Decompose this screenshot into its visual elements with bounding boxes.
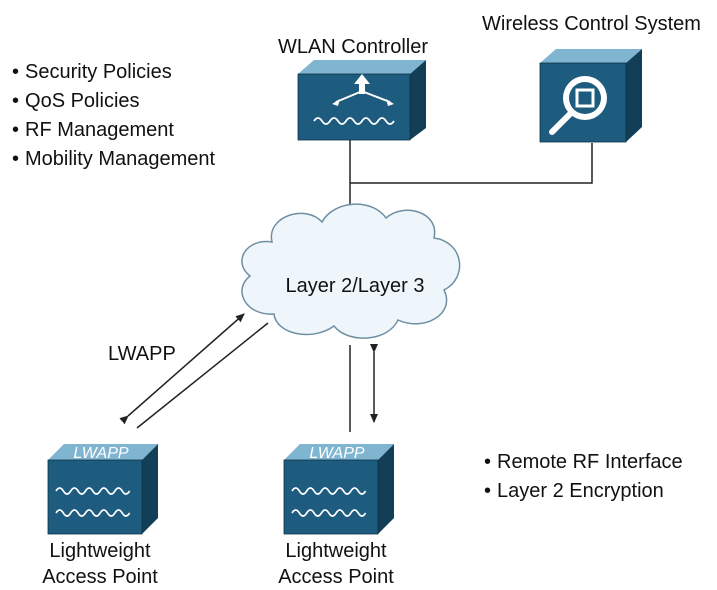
ap1-label-line1: Lightweight <box>49 540 151 562</box>
cloud-shape <box>241 203 461 339</box>
ap2-lwapp-badge: LWAPP <box>309 445 364 462</box>
feature-rf-management: RF Management <box>12 116 215 145</box>
feature-remote-rf-interface: Remote RF Interface <box>484 448 683 477</box>
wcs-to-network-line <box>350 143 593 184</box>
lwapp-protocol-label: LWAPP <box>108 343 176 365</box>
ap-feature-list: Remote RF Interface Layer 2 Encryption <box>484 448 683 506</box>
feature-qos-policies: QoS Policies <box>12 87 215 116</box>
controller-feature-list: Security Policies QoS Policies RF Manage… <box>12 58 215 174</box>
access-point-2-box <box>283 444 394 535</box>
feature-mobility-management: Mobility Management <box>12 145 215 174</box>
wlan-controller-box <box>297 60 426 141</box>
wcs-label: Wireless Control System <box>482 13 701 35</box>
ap2-label: Lightweight Access Point <box>266 538 406 590</box>
ap1-label: Lightweight Access Point <box>30 538 170 590</box>
ap1-to-cloud-line <box>136 322 269 429</box>
lwapp-arrows <box>119 313 378 425</box>
ap1-lwapp-badge: LWAPP <box>73 445 128 462</box>
wlan-controller-label: WLAN Controller <box>277 36 429 58</box>
ap1-label-line2: Access Point <box>42 566 158 588</box>
feature-security-policies: Security Policies <box>12 58 215 87</box>
wcs-box <box>539 49 642 143</box>
ap2-label-line2: Access Point <box>278 566 394 588</box>
ap2-label-line1: Lightweight <box>285 540 387 562</box>
feature-layer2-encryption: Layer 2 Encryption <box>484 477 683 506</box>
magnifier-icon <box>549 76 607 135</box>
cloud-label: Layer 2/Layer 3 <box>285 275 425 297</box>
router-arrows-icon <box>332 74 394 106</box>
access-point-1-box <box>47 444 158 535</box>
lwapp-double-arrow <box>119 313 245 425</box>
